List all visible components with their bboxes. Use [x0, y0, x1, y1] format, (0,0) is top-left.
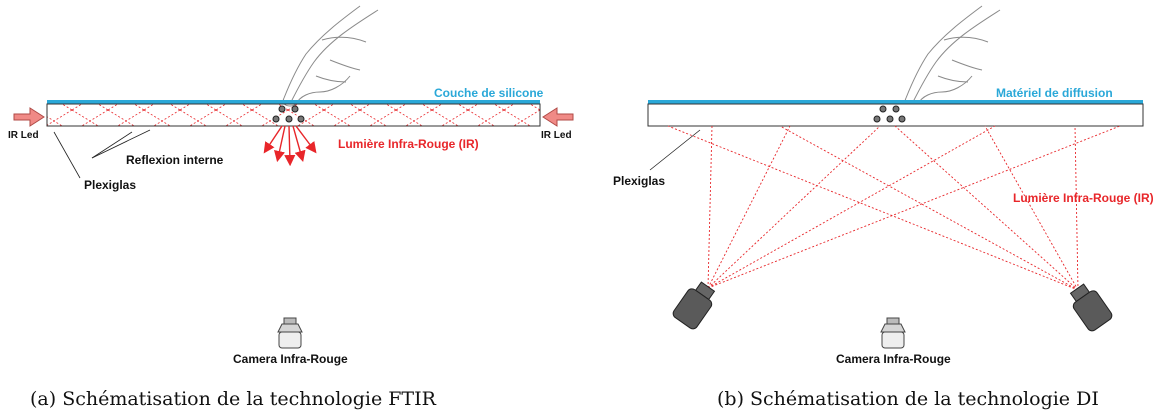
- diffusion-label: Matériel de diffusion: [996, 86, 1113, 100]
- internal-reflection-label: Reflexion interne: [126, 153, 224, 167]
- caption-a: (a) Schématisation de la technologie FTI…: [30, 388, 437, 410]
- finger-icon-b: [904, 5, 1001, 107]
- camera-label-a: Camera Infra-Rouge: [233, 352, 348, 366]
- ir-light-label-a: Lumière Infra-Rouge (IR): [338, 137, 479, 151]
- diffusion-layer: [648, 100, 1143, 104]
- plexiglas-leader-b: [649, 129, 701, 171]
- ir-light-label-b: Lumière Infra-Rouge (IR): [1013, 191, 1154, 205]
- ir-led-right-label: IR Led: [541, 130, 572, 141]
- leader-lines: [53, 129, 151, 179]
- touch-points-b: [873, 105, 906, 123]
- ir-projector-right-icon: [1069, 283, 1113, 332]
- caption-b: (b) Schématisation de la technologie DI: [717, 388, 1099, 410]
- ir-led-left-arrow: [13, 107, 45, 127]
- ir-led-left-label: IR Led: [8, 130, 39, 141]
- ir-projector-left-icon: [672, 281, 716, 330]
- silicone-label: Couche de silicone: [434, 86, 544, 100]
- silicone-layer: [47, 100, 540, 104]
- ir-led-right-arrow: [542, 107, 574, 127]
- plexiglas-label-a: Plexiglas: [84, 178, 136, 192]
- ftir-diagram: Couche de silicone IR Led IR Led Reflexi…: [8, 5, 574, 410]
- camera-label-b: Camera Infra-Rouge: [836, 352, 951, 366]
- finger-icon: [282, 5, 379, 107]
- plexiglas-label-b: Plexiglas: [613, 174, 665, 188]
- di-diagram: Matériel de diffusion Plexiglas Lumière …: [613, 5, 1154, 410]
- ir-light-paths: [667, 125, 1121, 291]
- ir-rays: [263, 125, 317, 167]
- touch-points: [272, 105, 305, 123]
- camera-icon-a: [277, 317, 303, 349]
- camera-icon-b: [880, 317, 906, 349]
